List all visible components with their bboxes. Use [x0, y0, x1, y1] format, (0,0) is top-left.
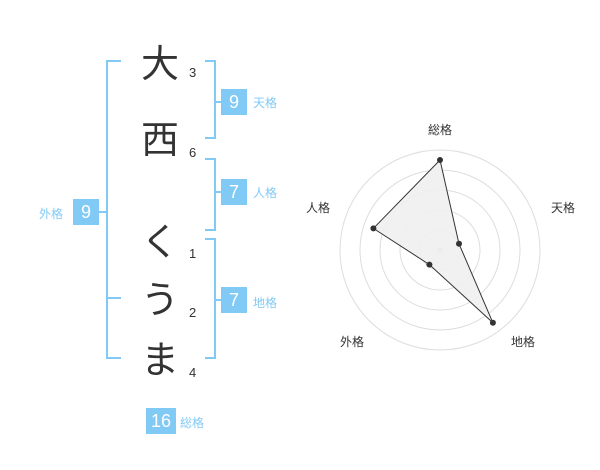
radar-axis-label-jinkaku: 人格	[306, 201, 331, 215]
jinkaku-value: 7	[221, 179, 247, 205]
name-char-5: ま	[141, 338, 180, 382]
radar-axis-label-gaikaku: 外格	[340, 335, 365, 349]
name-char-3: く	[141, 220, 180, 264]
gaikaku-value: 9	[73, 199, 99, 225]
radar-axis-label-chikaku: 地格	[511, 335, 536, 349]
name-char-2: 西	[141, 118, 180, 162]
stroke-count-3: 1	[189, 246, 197, 261]
radar-series-polygon	[372, 158, 494, 324]
radar-point-chikaku	[489, 319, 496, 326]
radar-point-jinkaku	[370, 225, 377, 232]
radar-axis-label-soukaku: 総格	[428, 123, 453, 137]
tenkaku-bracket	[205, 60, 216, 139]
chikaku-value: 7	[221, 287, 247, 313]
radar-point-gaikaku	[426, 261, 433, 268]
gaikaku-label: 外格	[39, 207, 64, 221]
name-char-1: 大	[141, 42, 180, 86]
radar-point-tenkaku	[456, 240, 462, 247]
jinkaku-label: 人格	[253, 186, 278, 200]
jinkaku-bracket	[205, 158, 216, 231]
gaikaku-bracket	[106, 60, 121, 359]
radar-point-soukaku	[437, 157, 443, 163]
stroke-count-5: 4	[189, 365, 197, 380]
soukaku-value: 16	[146, 408, 176, 434]
stroke-count-1: 3	[189, 65, 197, 80]
chikaku-bracket	[205, 238, 216, 359]
radar-axis-label-tenkaku: 天格	[551, 201, 576, 215]
stroke-count-2: 6	[189, 145, 197, 160]
tenkaku-value: 9	[221, 89, 247, 115]
radar-ring-5	[339, 149, 541, 351]
tenkaku-label: 天格	[253, 96, 278, 110]
chikaku-label: 地格	[253, 296, 278, 310]
stroke-count-4: 2	[189, 305, 197, 320]
name-char-4: う	[141, 278, 180, 322]
soukaku-label: 総格	[180, 416, 205, 430]
